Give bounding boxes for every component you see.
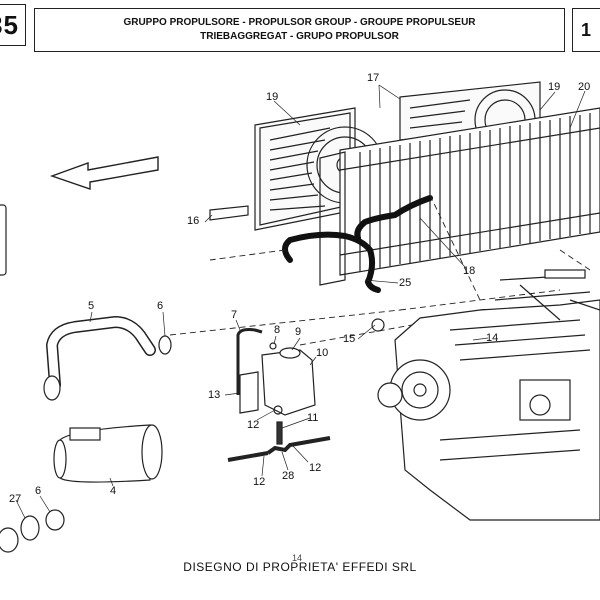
group-number: 35: [0, 9, 19, 40]
callout-14: 14: [486, 332, 499, 344]
callout-leaders: [15, 84, 586, 519]
air-filter: [53, 424, 163, 483]
tank-bracket: [239, 371, 259, 414]
intake-clamp-27: [20, 515, 40, 541]
callout-18: 18: [463, 265, 476, 277]
ownership-notice: DISEGNO DI PROPRIETA' EFFEDI SRL: [183, 560, 417, 574]
callout-9: 9: [295, 326, 302, 338]
callout-4: 4: [110, 485, 117, 497]
drain-tee-28: [227, 436, 331, 462]
callout-12-b: 12: [253, 476, 266, 488]
title-line-1: GRUPPO PROPULSORE - PROPULSOR GROUP - GR…: [123, 17, 476, 28]
callout-13: 13: [208, 389, 221, 401]
callout-12-c: 12: [309, 462, 322, 474]
callout-11: 11: [307, 412, 319, 424]
callout-7: 7: [231, 309, 238, 321]
radiator-hose-upper: [354, 195, 433, 241]
callout-27: 27: [9, 493, 22, 505]
page-number-box: 1: [572, 8, 600, 52]
radiator-core: [319, 107, 600, 286]
callout-6-top: 6: [157, 300, 164, 312]
group-number-box: 35: [0, 4, 26, 46]
expansion-tank: [261, 347, 316, 416]
mounting-bar: [209, 205, 249, 221]
callout-16: 16: [187, 215, 200, 227]
screw-8: [269, 342, 277, 350]
callout-28: 28: [282, 470, 295, 482]
stud-11: [276, 421, 283, 445]
tank-pipe: [236, 328, 263, 395]
clamp-15: [371, 318, 385, 332]
hose-clamp: [158, 335, 172, 355]
radiator-hose-lower: [282, 231, 381, 293]
title-line-2: TRIEBAGGREGAT - GRUPO PROPULSOR: [200, 31, 399, 42]
engine-block: [377, 269, 600, 521]
callout-19-right: 19: [548, 81, 561, 93]
watermark-number: 14: [292, 553, 303, 563]
page-title: GRUPPO PROPULSORE - PROPULSOR GROUP - GR…: [34, 8, 565, 52]
callout-10: 10: [316, 347, 329, 359]
callout-12-a: 12: [247, 419, 260, 431]
callout-6-bottom: 6: [35, 485, 42, 497]
callout-17: 17: [367, 72, 380, 84]
callout-5: 5: [88, 300, 95, 312]
callout-20: 20: [578, 81, 591, 93]
left-bracket-part: [0, 204, 7, 276]
hose-clamp: [43, 375, 61, 401]
callout-19-left: 19: [266, 91, 279, 103]
direction-arrow: [49, 156, 159, 190]
nut-12: [273, 405, 283, 415]
callout-25: 25: [399, 277, 412, 289]
intake-ring: [0, 527, 19, 553]
page-number: 1: [581, 19, 592, 40]
intake-clamp-6: [45, 509, 65, 531]
callout-15: 15: [343, 333, 356, 345]
assembly-leader-lines: [59, 194, 591, 453]
callout-8: 8: [274, 324, 281, 336]
